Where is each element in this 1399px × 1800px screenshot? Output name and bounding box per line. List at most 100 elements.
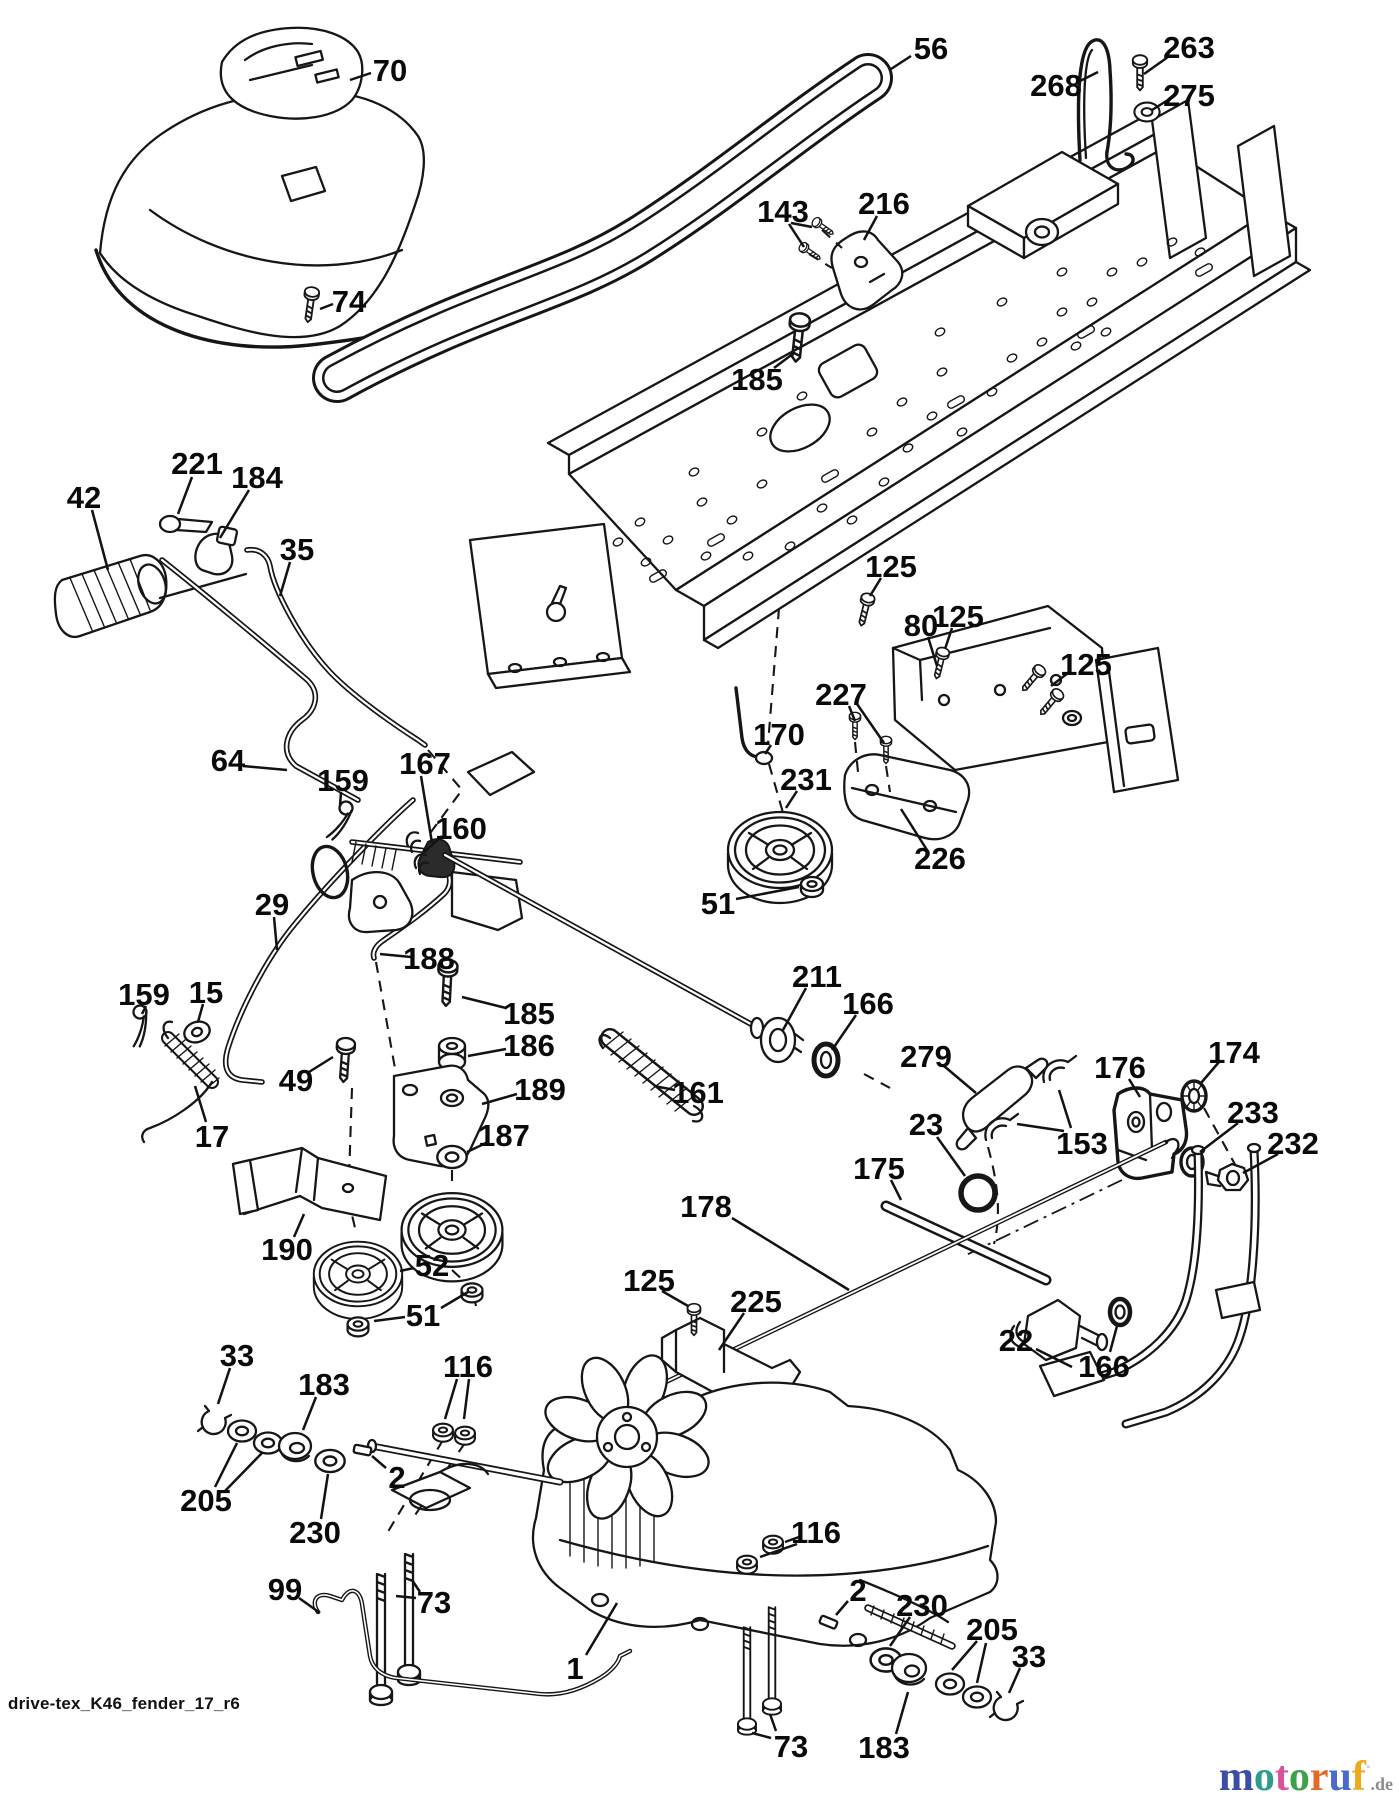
flange-nut-116 <box>432 1422 454 1443</box>
part-label-225: 225 <box>730 1284 782 1319</box>
leader-line-189 <box>481 1092 518 1106</box>
key-2 <box>818 1614 839 1630</box>
frame-hole <box>1136 257 1148 267</box>
washer-166 <box>1107 1296 1133 1328</box>
part-label-159a: 159 <box>317 763 369 798</box>
leader-line-29 <box>272 916 279 951</box>
flange-nut-51 <box>799 875 825 899</box>
part-label-279: 279 <box>900 1039 952 1074</box>
leader-line-153 <box>1057 1089 1073 1129</box>
part-label-2b: 2 <box>849 1573 866 1608</box>
logo-letter: u <box>1328 1754 1352 1800</box>
washer-205 <box>252 1431 284 1455</box>
washer-166 <box>811 1041 841 1079</box>
leader-line-174 <box>1200 1061 1220 1084</box>
part-label-17: 17 <box>195 1119 229 1154</box>
part-label-74: 74 <box>332 284 367 319</box>
flange-nut-51 <box>346 1316 370 1338</box>
bushing-211 <box>759 1016 805 1064</box>
leader-line-161 <box>653 1084 676 1092</box>
leader-line-178 <box>731 1216 850 1292</box>
pivot-bracket <box>1009 1298 1109 1362</box>
logo-letter: o <box>1253 1754 1275 1800</box>
leader-line-216 <box>862 215 879 241</box>
bolt-125 <box>853 591 877 629</box>
frame-hole <box>1106 267 1118 277</box>
part-label-153: 153 <box>1056 1126 1108 1161</box>
motoruf-logo-mark: ˚ <box>1365 1764 1371 1779</box>
part-label-52: 52 <box>415 1248 449 1283</box>
part-label-160: 160 <box>435 811 487 846</box>
part-label-56: 56 <box>914 31 948 66</box>
leader-line-167 <box>419 775 434 844</box>
frame-hole <box>936 367 948 377</box>
leader-line-226 <box>899 808 929 851</box>
motoruf-watermark: motoruf˚.de <box>1219 1756 1393 1798</box>
leader-line-175 <box>889 1179 903 1201</box>
support-brackets <box>843 591 1180 841</box>
leader-line-51b <box>440 1290 469 1310</box>
part-label-183a: 183 <box>298 1367 350 1402</box>
leader-line-143 <box>790 221 813 229</box>
top-cover-70 <box>219 26 364 120</box>
right-axle-splined <box>818 1604 956 1650</box>
knob-184 <box>194 525 239 576</box>
leader-line-116a <box>443 1378 459 1420</box>
frame-hole <box>726 515 738 525</box>
washer-187 <box>436 1144 468 1170</box>
park-rod-178 <box>567 1138 1180 1431</box>
frame-hole <box>662 535 674 545</box>
part-label-231: 231 <box>780 762 832 797</box>
washer-230 <box>314 1448 346 1474</box>
leader-line-22 <box>1035 1347 1073 1369</box>
frame-hole <box>846 515 858 525</box>
part-label-42: 42 <box>67 480 101 515</box>
washer-275 <box>1133 101 1161 123</box>
frame-hole <box>756 479 768 489</box>
brake-rod-99 <box>312 1588 633 1697</box>
frame-hole <box>896 397 908 407</box>
part-label-226: 226 <box>914 841 966 876</box>
part-label-99: 99 <box>268 1572 302 1607</box>
part-label-167: 167 <box>399 746 451 781</box>
bracket-226 <box>843 753 971 841</box>
left-axle <box>352 1438 564 1512</box>
leader-line-116b <box>759 1542 798 1559</box>
part-label-64: 64 <box>211 743 246 778</box>
part-label-35: 35 <box>280 532 314 567</box>
leader-line-51a <box>735 885 800 901</box>
frame-hole <box>784 541 796 551</box>
motoruf-logo-suffix: .de <box>1370 1774 1394 1794</box>
bolt-73 <box>368 1572 394 1707</box>
frame-slot <box>820 469 840 483</box>
frame-hole <box>1006 353 1018 363</box>
frame-hole <box>956 427 968 437</box>
frame-hole <box>926 411 938 421</box>
leader-line-73b <box>768 1713 778 1732</box>
part-label-159b: 159 <box>118 977 170 1012</box>
leader-line-275 <box>1151 98 1169 112</box>
part-label-73a: 73 <box>417 1585 451 1620</box>
leader-line-166b <box>1108 1325 1119 1353</box>
frame-slot <box>1076 325 1096 339</box>
leader-line-279 <box>943 1065 977 1094</box>
idler-pulley-231-group <box>726 686 834 905</box>
frame-hole <box>1100 327 1112 337</box>
leader-line-183b <box>894 1691 910 1735</box>
logo-letter: t <box>1274 1754 1289 1800</box>
bolt-73 <box>737 1626 757 1736</box>
frame-hole <box>878 477 890 487</box>
part-label-2a: 2 <box>388 1460 405 1495</box>
frame-slot <box>706 533 726 547</box>
e-ring-33 <box>988 1690 1025 1722</box>
springs-and-pins <box>127 1003 704 1144</box>
part-label-230b: 230 <box>896 1588 948 1623</box>
part-label-1: 1 <box>566 1651 583 1686</box>
logo-letter: o <box>1288 1754 1310 1800</box>
frame-hole <box>796 391 808 401</box>
retainer-clip-221 <box>158 514 214 534</box>
leader-line-35 <box>278 561 292 597</box>
leader-line-232 <box>1242 1152 1279 1175</box>
lock-washer-174 <box>1180 1079 1208 1113</box>
